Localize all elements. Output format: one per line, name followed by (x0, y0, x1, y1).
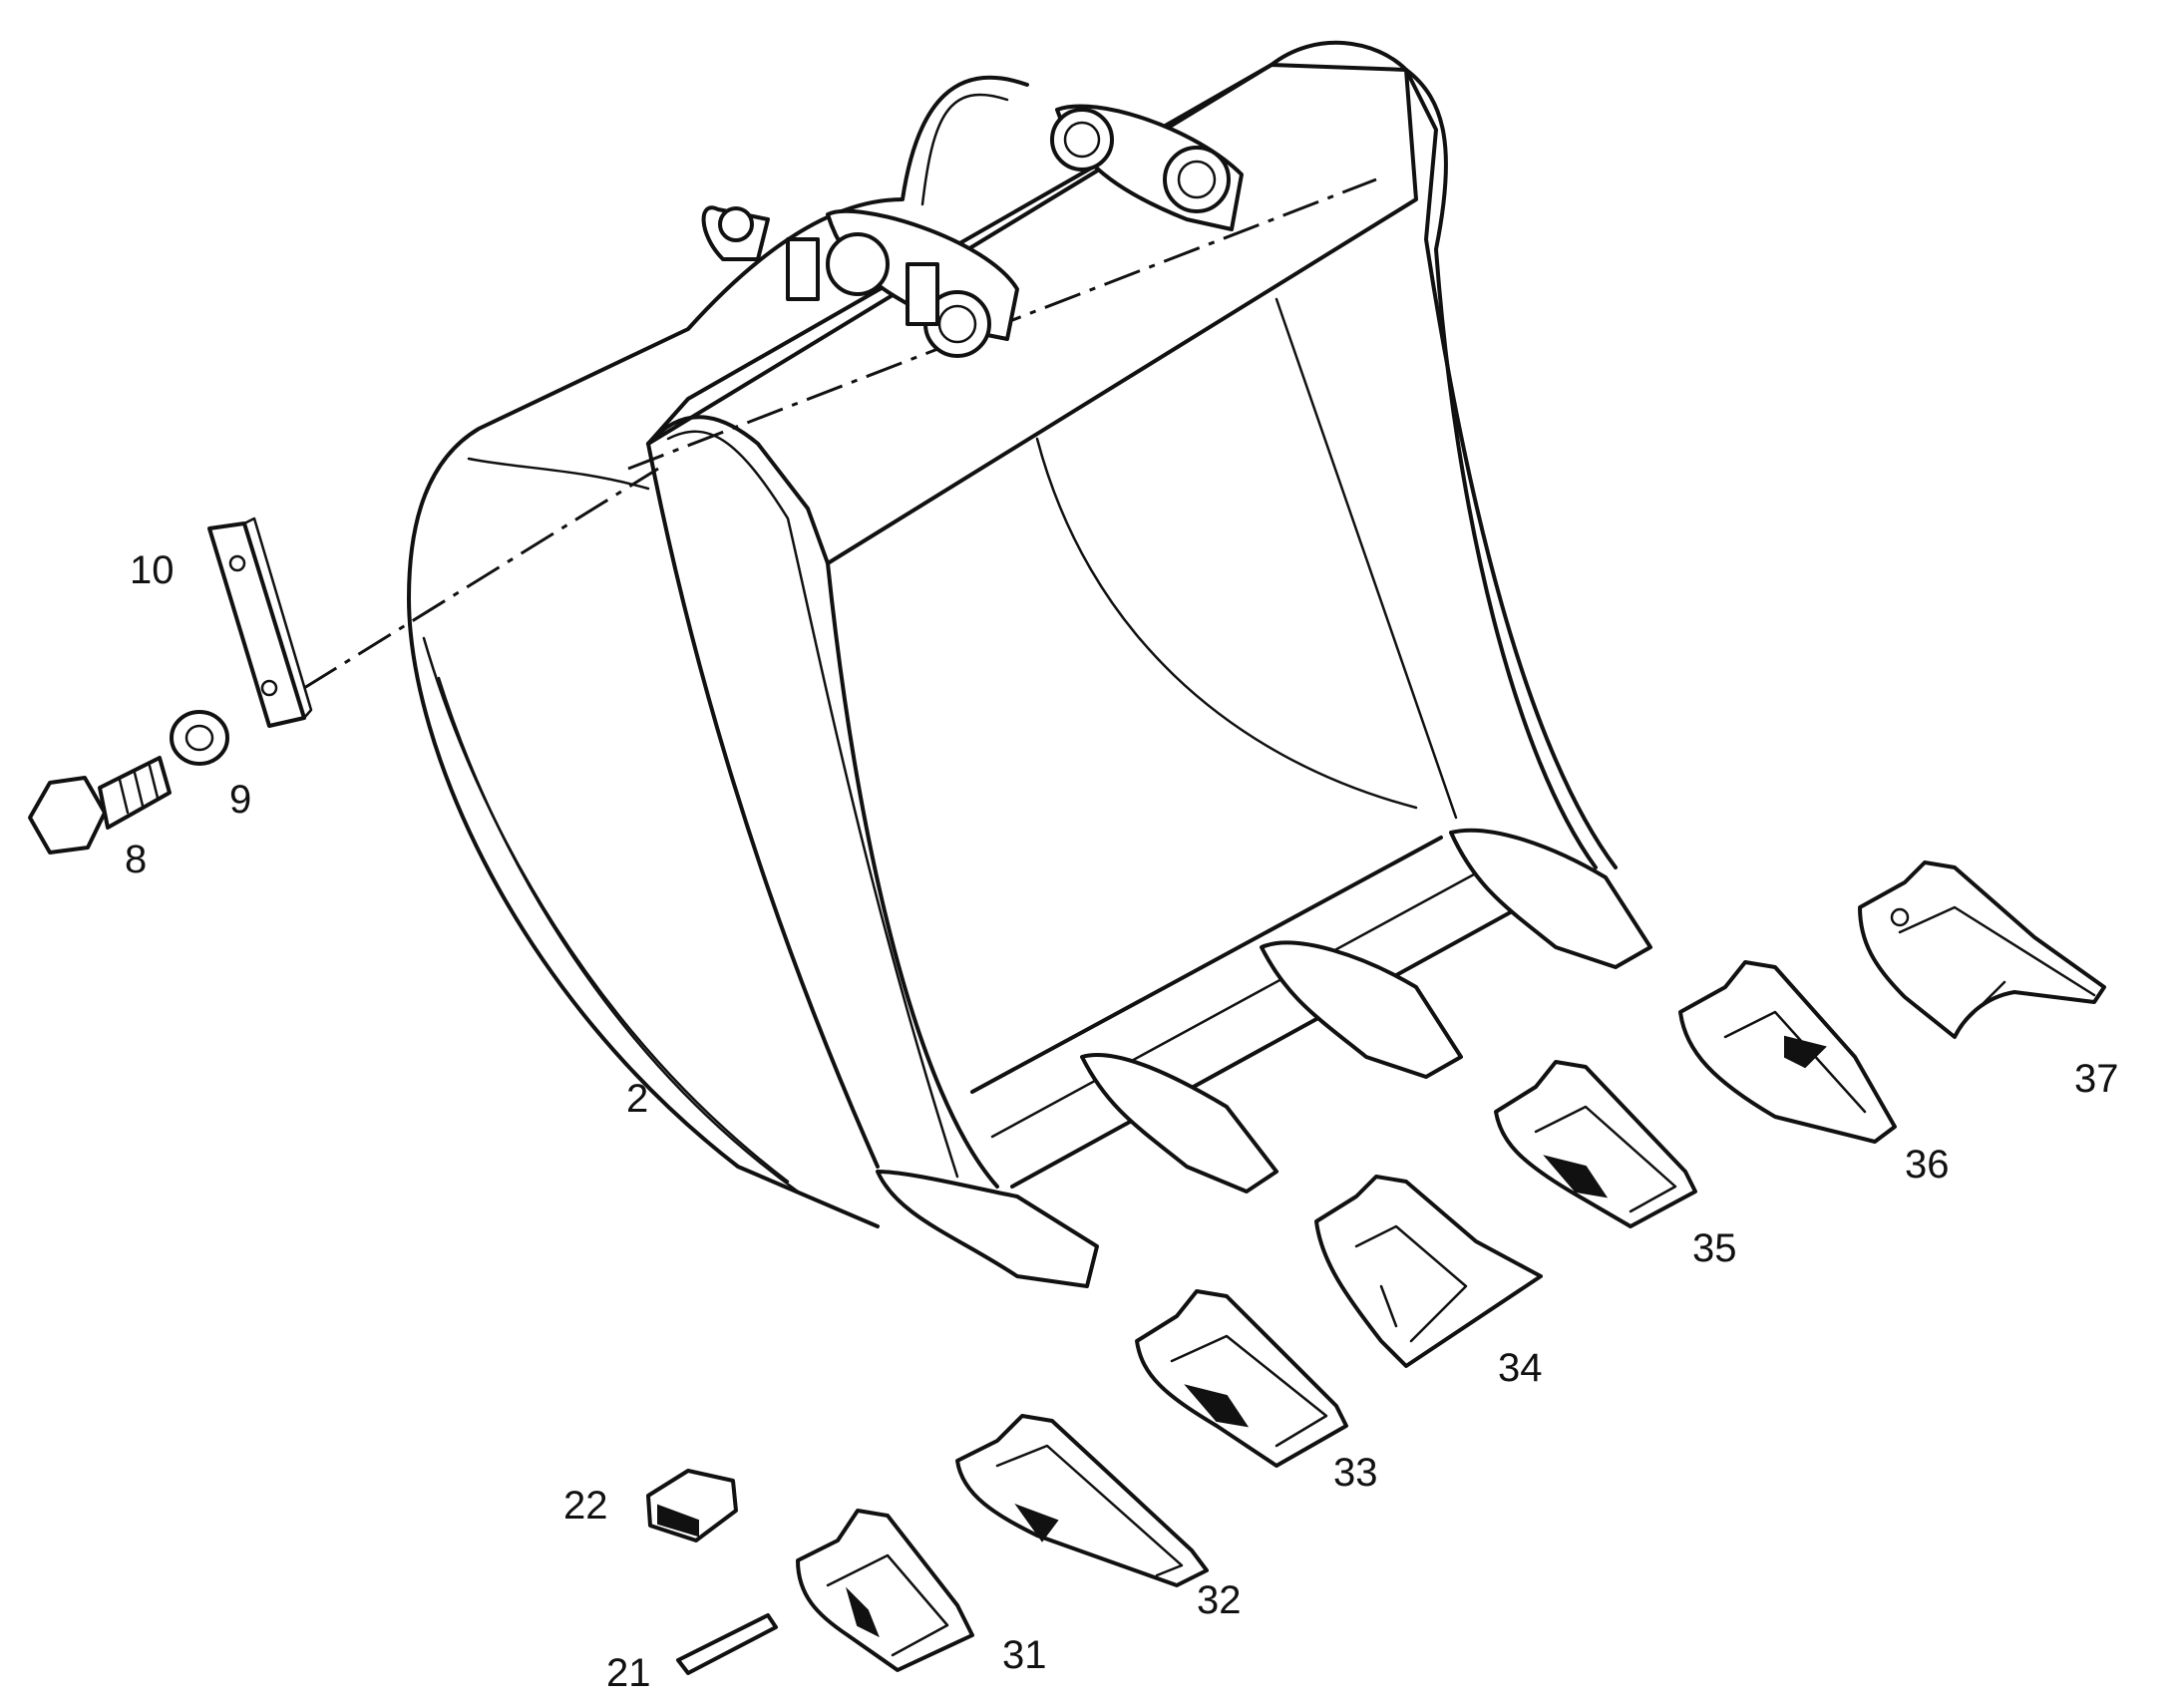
hex-bolt-8 (28, 756, 172, 854)
bucket (407, 40, 1652, 1288)
tooth-34 (1314, 1175, 1543, 1368)
callout-37: 37 (2074, 1057, 2119, 1101)
callout-2: 2 (626, 1077, 649, 1121)
callout-8: 8 (125, 838, 148, 881)
callout-35: 35 (1692, 1226, 1737, 1270)
washer-9 (170, 710, 229, 766)
callout-22: 22 (563, 1484, 608, 1528)
callout-31: 31 (1002, 1633, 1047, 1677)
callout-36: 36 (1905, 1143, 1950, 1187)
retainer-pin-21 (676, 1613, 778, 1675)
tooth-32 (955, 1414, 1209, 1587)
tooth-37 (1858, 860, 2106, 1039)
lock-block-22 (646, 1469, 738, 1542)
callout-34: 34 (1498, 1346, 1543, 1390)
callout-9: 9 (229, 778, 252, 822)
tooth-35 (1494, 1060, 1697, 1228)
plate-10 (207, 516, 313, 728)
tooth-36 (1678, 960, 1897, 1144)
tooth-31 (796, 1509, 974, 1672)
callout-33: 33 (1333, 1451, 1378, 1495)
callout-32: 32 (1197, 1578, 1242, 1622)
tooth-33 (1135, 1289, 1348, 1468)
callout-10: 10 (130, 548, 175, 592)
centerline (303, 467, 659, 690)
callout-21: 21 (606, 1651, 651, 1695)
